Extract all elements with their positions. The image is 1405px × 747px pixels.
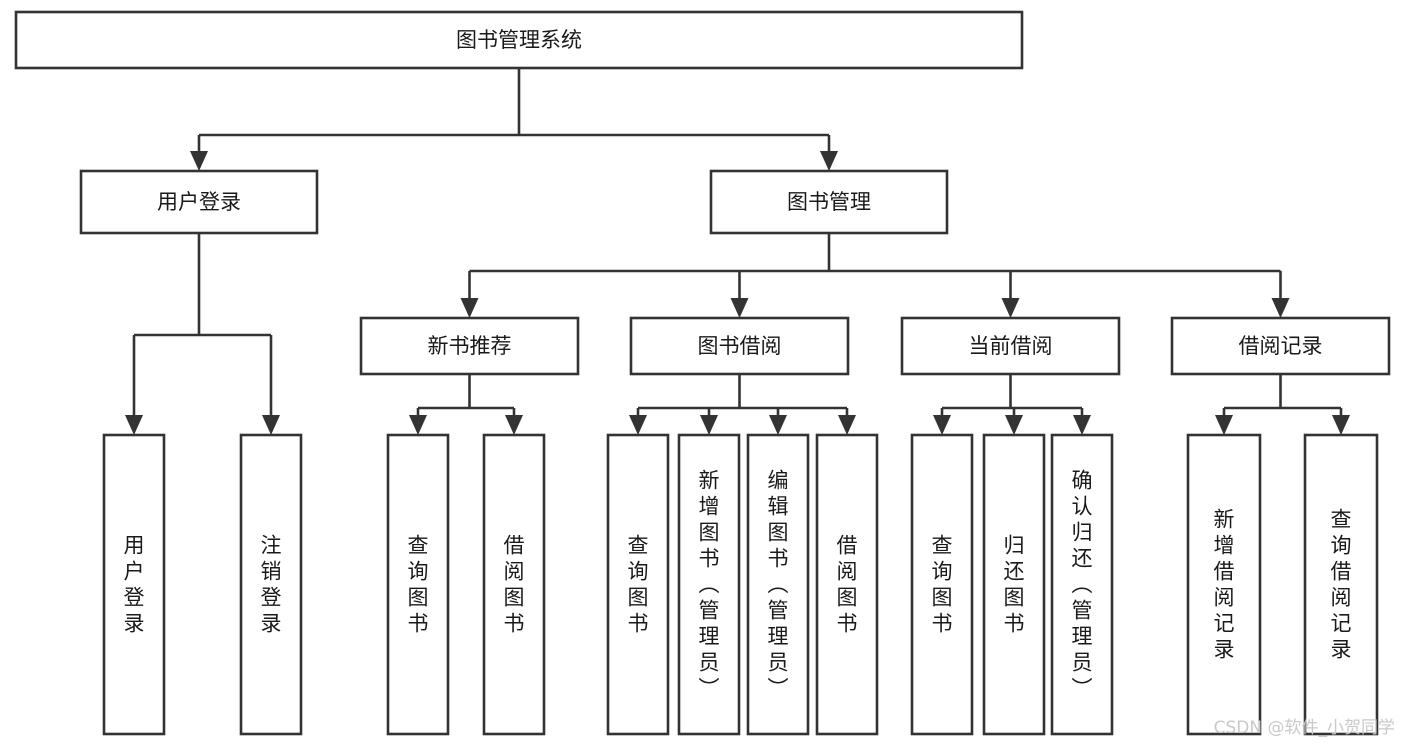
arrow-head-icon-borrow-record (1271, 298, 1290, 318)
node-box-cb-return-book[interactable] (982, 433, 1046, 736)
node-label-nbr-query-book: 查询图书 (408, 534, 429, 636)
node-label-user-login-do: 用户登录 (124, 534, 145, 636)
arrow-head-icon-book-manage (820, 151, 838, 171)
arrow-head-icon-user-login-do (125, 415, 143, 435)
arrow-head-icon-new-book-recommend (460, 298, 479, 318)
node-label-root: 图书管理系统 (456, 28, 582, 52)
node-box-borrow-record[interactable] (1170, 316, 1391, 376)
node-box-br-add-record[interactable] (1186, 433, 1262, 736)
node-label-book-manage: 图书管理 (787, 190, 871, 214)
node-label-br-query-record: 查询借阅记录 (1331, 508, 1352, 662)
node-label-new-book-recommend: 新书推荐 (428, 334, 512, 358)
arrow-head-icon-user-login (190, 151, 208, 171)
node-box-user-logout[interactable] (239, 433, 303, 736)
node-bb-edit-book[interactable]: 编辑图书︵管理员︶ (746, 433, 810, 736)
arrow-head-icon-bb-query-book (629, 415, 647, 435)
node-label-bb-borrow-book: 借阅图书 (837, 534, 858, 636)
node-label-book-borrow: 图书借阅 (698, 334, 782, 358)
node-label-user-login: 用户登录 (157, 190, 241, 214)
node-br-query-record[interactable]: 查询借阅记录 (1303, 433, 1379, 736)
arrow-head-icon-bb-edit-book (769, 415, 787, 435)
node-label-br-add-record: 新增借阅记录 (1214, 508, 1235, 662)
node-borrow-record[interactable]: 借阅记录 (1170, 316, 1391, 376)
node-label-cb-return-book: 归还图书 (1004, 534, 1025, 636)
arrow-head-icon-cb-return-book (1005, 415, 1023, 435)
node-box-user-login[interactable] (79, 169, 319, 235)
arrow-head-icon-bb-borrow-book (838, 415, 856, 435)
arrow-head-icon-nbr-query-book (409, 415, 427, 435)
node-box-cb-query-book[interactable] (910, 433, 974, 736)
node-br-add-record[interactable]: 新增借阅记录 (1186, 433, 1262, 736)
arrow-head-icon-book-borrow (730, 298, 749, 318)
arrow-head-icon-bb-add-book (700, 415, 718, 435)
node-box-book-manage[interactable] (709, 169, 949, 235)
node-box-bb-borrow-book[interactable] (815, 433, 879, 736)
node-user-login[interactable]: 用户登录 (79, 169, 319, 235)
node-box-cb-confirm-return[interactable] (1050, 433, 1114, 736)
node-bb-add-book[interactable]: 新增图书︵管理员︶ (677, 433, 741, 736)
node-label-current-borrow: 当前借阅 (969, 334, 1053, 358)
node-nbr-query-book[interactable]: 查询图书 (386, 433, 450, 736)
connectors-layer (125, 68, 1350, 435)
nodes-layer: 图书管理系统用户登录图书管理用户登录注销登录新书推荐查询图书借阅图书图书借阅查询… (14, 10, 1391, 736)
node-nbr-borrow-book[interactable]: 借阅图书 (482, 433, 546, 736)
node-label-bb-query-book: 查询图书 (628, 534, 649, 636)
node-box-nbr-borrow-book[interactable] (482, 433, 546, 736)
node-box-current-borrow[interactable] (900, 316, 1121, 376)
arrow-head-icon-cb-confirm-return (1073, 415, 1091, 435)
node-cb-return-book[interactable]: 归还图书 (982, 433, 1046, 736)
node-box-new-book-recommend[interactable] (359, 316, 580, 376)
node-label-cb-query-book: 查询图书 (932, 534, 953, 636)
node-cb-confirm-return[interactable]: 确认归还︵管理员︶ (1050, 433, 1114, 736)
node-label-user-logout: 注销登录 (261, 534, 282, 636)
node-box-root[interactable] (14, 10, 1024, 70)
node-label-nbr-borrow-book: 借阅图书 (504, 534, 525, 636)
arrow-head-icon-user-logout (262, 415, 280, 435)
node-book-manage[interactable]: 图书管理 (709, 169, 949, 235)
node-box-user-login-do[interactable] (102, 433, 166, 736)
node-user-login-do[interactable]: 用户登录 (102, 433, 166, 736)
node-box-nbr-query-book[interactable] (386, 433, 450, 736)
node-new-book-recommend[interactable]: 新书推荐 (359, 316, 580, 376)
arrow-head-icon-br-query-record (1332, 415, 1350, 435)
arrow-head-icon-br-add-record (1215, 415, 1233, 435)
node-label-bb-add-book: 新增图书︵管理员︶ (699, 469, 720, 701)
node-current-borrow[interactable]: 当前借阅 (900, 316, 1121, 376)
node-box-br-query-record[interactable] (1303, 433, 1379, 736)
node-box-bb-add-book[interactable] (677, 433, 741, 736)
node-user-logout[interactable]: 注销登录 (239, 433, 303, 736)
arrow-head-icon-nbr-borrow-book (505, 415, 523, 435)
csdn-watermark: CSDN @软件_小贺同学 (1214, 718, 1395, 738)
node-label-cb-confirm-return: 确认归还︵管理员︶ (1072, 469, 1093, 701)
node-box-bb-query-book[interactable] (606, 433, 670, 736)
arrow-head-icon-cb-query-book (933, 415, 951, 435)
node-box-bb-edit-book[interactable] (746, 433, 810, 736)
node-label-borrow-record: 借阅记录 (1239, 334, 1323, 358)
node-root[interactable]: 图书管理系统 (14, 10, 1024, 70)
arrow-head-icon-current-borrow (1001, 298, 1020, 318)
node-bb-query-book[interactable]: 查询图书 (606, 433, 670, 736)
node-book-borrow[interactable]: 图书借阅 (629, 316, 850, 376)
node-box-book-borrow[interactable] (629, 316, 850, 376)
node-label-bb-edit-book: 编辑图书︵管理员︶ (768, 469, 789, 701)
node-bb-borrow-book[interactable]: 借阅图书 (815, 433, 879, 736)
node-cb-query-book[interactable]: 查询图书 (910, 433, 974, 736)
